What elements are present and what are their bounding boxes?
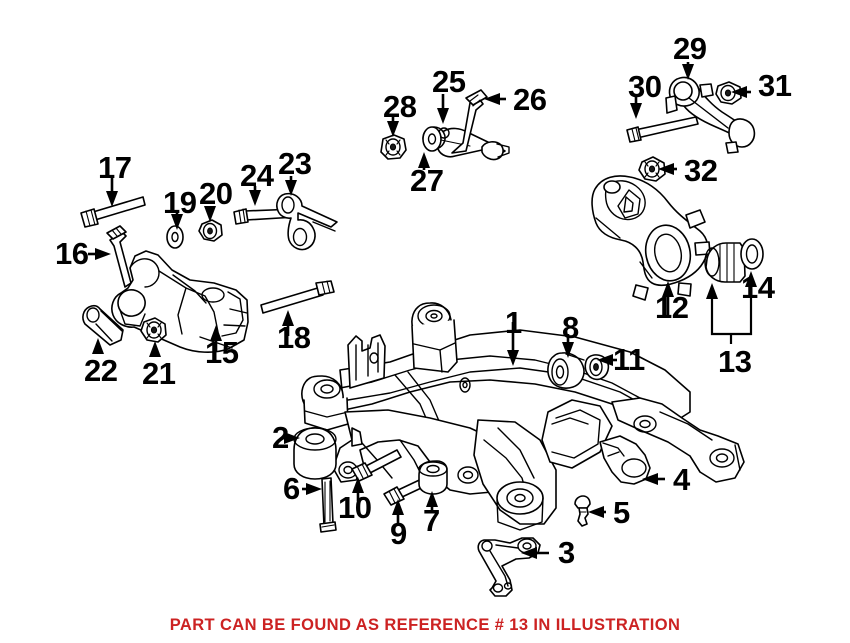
callout-label-27[interactable]: 27 [410,163,444,198]
callout-label-29[interactable]: 29 [673,31,707,66]
part-5-push-rivet [574,495,591,527]
callout-label-16[interactable]: 16 [55,236,89,271]
callout-label-3[interactable]: 3 [558,535,575,570]
part-8-bushing [547,352,585,389]
part-19-washer [166,225,184,249]
callout-label-14[interactable]: 14 [741,270,775,305]
part-30-flange-bolt [626,116,699,143]
callout-label-7[interactable]: 7 [423,503,440,538]
callout-label-22[interactable]: 22 [84,353,118,388]
callout-label-32[interactable]: 32 [684,153,718,188]
callout-label-20[interactable]: 20 [199,176,233,211]
callout-label-8[interactable]: 8 [562,310,579,345]
part-32-bushing [638,156,666,182]
callout-label-10[interactable]: 10 [338,490,372,525]
callout-label-24[interactable]: 24 [240,158,274,193]
callout-label-11[interactable]: 11 [613,342,645,377]
part-23-guide-link [276,192,338,251]
part-17-flange-bolt [80,196,146,228]
callout-label-15[interactable]: 15 [205,335,239,370]
part-14-seal-ring [740,238,764,270]
part-6-through-bolt [319,477,337,533]
part-18-long-bolt [260,280,335,314]
callout-label-6[interactable]: 6 [283,471,300,506]
part-12-wheel-carrier [591,175,711,301]
part-16-adjusting-bolt [106,225,132,288]
part-2-mount-bushing [293,426,337,480]
callout-label-9[interactable]: 9 [390,516,407,551]
part-28-bushing [380,134,407,160]
part-21-bushing [140,317,167,343]
callout-label-18[interactable]: 18 [277,320,311,355]
callout-label-13[interactable]: 13 [718,344,752,379]
callout-label-28[interactable]: 28 [383,89,417,124]
part-29-upper-lateral-arm [665,76,756,154]
callout-label-1[interactable]: 1 [505,305,522,340]
callout-label-5[interactable]: 5 [613,495,630,530]
part-20-nut [198,219,223,242]
callout-label-19[interactable]: 19 [163,185,197,220]
reference-note: PART CAN BE FOUND AS REFERENCE # 13 IN I… [169,616,681,634]
callout-label-2[interactable]: 2 [272,420,289,455]
callout-label-12[interactable]: 12 [655,290,689,325]
part-13-bushing [704,242,746,283]
callout-leaders [88,62,757,559]
part-7-spacer-sleeve [418,460,448,495]
part-3-support-bracket [477,537,541,597]
callout-label-23[interactable]: 23 [278,146,312,181]
callout-label-31[interactable]: 31 [758,68,792,103]
part-10-flange-bolt [351,449,402,482]
part-27-washer [422,126,442,152]
part-4-retaining-plate [599,435,651,485]
part-1-subframe [301,302,745,531]
callout-label-4[interactable]: 4 [673,462,690,497]
callout-label-30[interactable]: 30 [628,69,662,104]
part-26-flange-bolt [451,89,488,154]
callout-label-26[interactable]: 26 [513,82,547,117]
callout-label-17[interactable]: 17 [98,150,132,185]
callout-label-21[interactable]: 21 [142,356,176,391]
part-22-eccentric-link [82,304,124,346]
part-31-nut [715,81,742,105]
callout-label-25[interactable]: 25 [432,64,466,99]
